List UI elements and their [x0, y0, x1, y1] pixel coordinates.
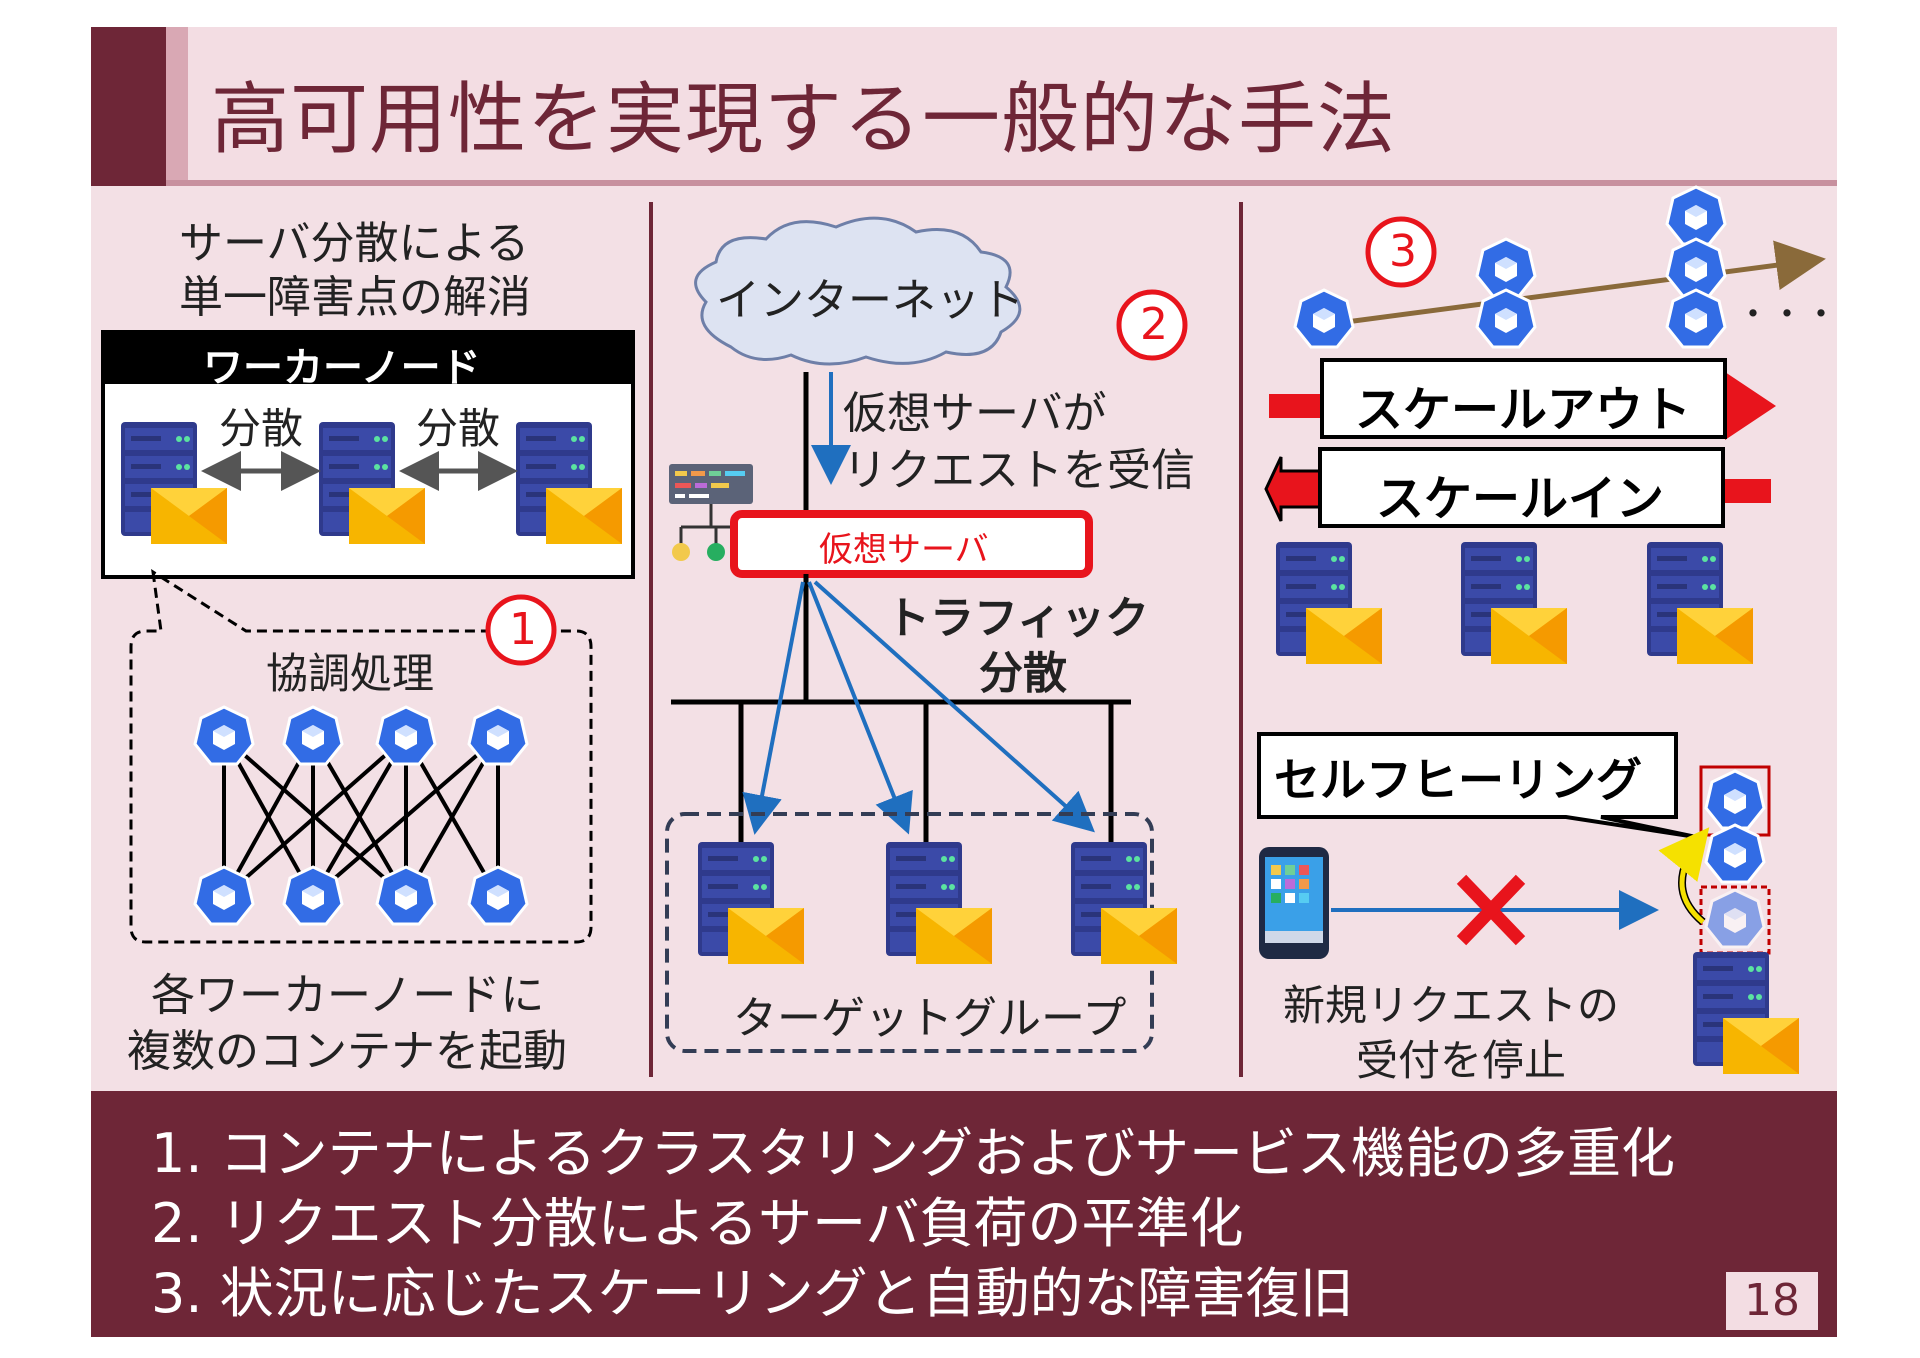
summary-item-3: 3. 状況に応じたスケーリングと自動的な障害復旧	[151, 1262, 1354, 1325]
worker-node-header	[103, 332, 633, 384]
step-1-circle	[485, 594, 557, 666]
coop-label: 協調処理	[266, 649, 435, 698]
scale-in-box	[1318, 447, 1725, 528]
scale-server-2	[1461, 542, 1567, 664]
scale-in-label: スケールイン	[1376, 471, 1665, 527]
step-3-circle	[1365, 216, 1437, 288]
scale-container-1	[1293, 288, 1355, 349]
summary-item-1: 1. コンテナによるクラスタリングおよびサービス機能の多重化	[151, 1122, 1675, 1185]
col1-heading-line2: 単一障害点の解消	[179, 272, 531, 323]
target-server-3	[1071, 842, 1177, 964]
distribute-label-1: 分散	[219, 404, 304, 453]
worker-node-label: ワーカーノード	[203, 345, 481, 391]
virtual-server-box	[730, 510, 1093, 578]
traffic-arrow-2	[807, 581, 913, 835]
scale-out-box	[1320, 358, 1727, 439]
target-server-1	[698, 842, 804, 964]
traffic-arrow-3	[813, 580, 1095, 833]
self-heal-container-failed	[1704, 888, 1766, 949]
step-2-label: 2	[1140, 299, 1168, 350]
slide-title: 高可用性を実現する一般的な手法	[211, 75, 1397, 165]
internet-label: インターネット	[716, 275, 1024, 326]
traffic-line2: 分散	[979, 648, 1067, 699]
scale-server-3	[1647, 542, 1753, 664]
page-number: 18	[1726, 1272, 1818, 1330]
self-heal-container-2	[1704, 823, 1766, 884]
step-3-label: 3	[1389, 226, 1417, 277]
scale-out-label: スケールアウト	[1355, 382, 1692, 438]
self-healing-label: セルフヒーリング	[1274, 753, 1642, 807]
container-icon-bottom-1	[193, 865, 255, 926]
scale-ellipsis: ・・・	[1736, 295, 1837, 335]
step-1-label: 1	[509, 604, 537, 655]
container-icon-bottom-4	[467, 865, 529, 926]
title-accent	[91, 27, 166, 186]
receive-line1: 仮想サーバが	[843, 388, 1107, 439]
smartphone-icon	[1259, 847, 1329, 959]
step-2-circle	[1116, 289, 1188, 361]
title-bar: 高可用性を実現する一般的な手法	[91, 27, 1837, 186]
summary-item-2: 2. リクエスト分散によるサーバ負荷の平準化	[151, 1192, 1244, 1255]
container-mesh-lines	[222, 735, 500, 899]
container-icon-top-2	[282, 705, 344, 766]
title-accent-light	[166, 27, 188, 186]
title-underline	[166, 180, 1837, 186]
col1-caption-line1: 各ワーカーノードに	[151, 970, 545, 1021]
stop-line1: 新規リクエストの	[1283, 981, 1620, 1030]
diagram-canvas	[101, 185, 1826, 1077]
slide: 高可用性を実現する一般的な手法	[91, 27, 1837, 1337]
col1-caption-line2: 複数のコンテナを起動	[127, 1026, 567, 1077]
scale-container-5	[1665, 237, 1727, 298]
traffic-arrow-1	[742, 581, 805, 835]
target-server-2	[886, 842, 992, 964]
scale-container-3	[1475, 288, 1537, 349]
distribute-label-2: 分散	[416, 404, 501, 453]
block-x-icon	[1456, 874, 1526, 946]
traffic-line1: トラフィック	[886, 593, 1150, 644]
virtual-server-label: 仮想サーバ	[819, 530, 989, 570]
container-icon-bottom-2	[282, 865, 344, 926]
self-heal-arrow	[1658, 827, 1710, 924]
target-group-label: ターゲットグループ	[733, 993, 1127, 1044]
container-icon-top-4	[467, 705, 529, 766]
scale-container-6	[1665, 288, 1727, 349]
scale-trend-arrow	[1330, 240, 1826, 327]
scale-in-arrow	[1264, 456, 1323, 522]
container-icon-top-1	[193, 705, 255, 766]
coop-callout	[129, 569, 593, 944]
internet-cloud	[694, 216, 1022, 366]
scale-container-4	[1665, 185, 1727, 246]
col1-heading-line1: サーバ分散による	[179, 218, 530, 269]
scale-server-1	[1276, 542, 1382, 664]
container-icon-bottom-3	[375, 865, 437, 926]
self-heal-container-new	[1704, 769, 1766, 830]
scale-container-2	[1475, 237, 1537, 298]
stop-line2: 受付を停止	[1356, 1036, 1567, 1085]
summary-footer: 1. コンテナによるクラスタリングおよびサービス機能の多重化 2. リクエスト分…	[91, 1091, 1837, 1337]
self-healing-bubble	[1257, 732, 1697, 839]
self-heal-server	[1693, 952, 1799, 1074]
receive-line2: リクエストを受信	[843, 445, 1195, 496]
container-icon-top-3	[375, 705, 437, 766]
